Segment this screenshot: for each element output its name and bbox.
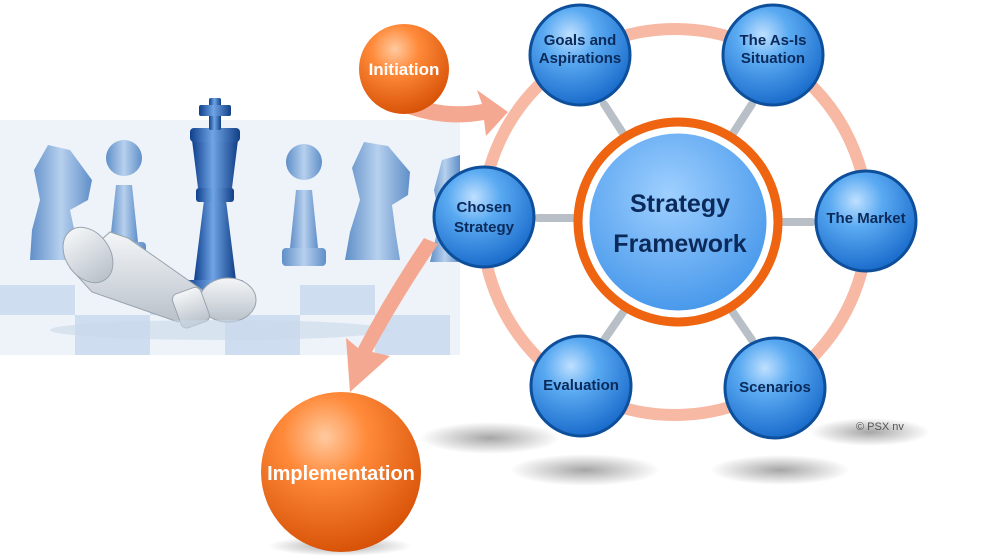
center-node-strategy-framework: Strategy Framework [573, 117, 783, 327]
node-scenarios-label: Scenarios [739, 379, 811, 396]
initiation-label: Initiation [369, 60, 440, 79]
node-chosen-line1: Chosen [456, 199, 511, 216]
node-goals-line2: Aspirations [539, 50, 622, 67]
node-implementation: Implementation [261, 392, 421, 556]
node-as-is-line2: Situation [741, 50, 805, 67]
node-as-is-line1: The As-Is [740, 32, 807, 49]
chess-pieces-image [0, 98, 460, 355]
node-initiation: Initiation [359, 24, 449, 114]
node-the-market: The Market [814, 169, 918, 273]
node-chosen-line2: Strategy [454, 219, 515, 236]
copyright-credit: © PSX nv [856, 421, 904, 433]
center-title-line1: Strategy [630, 190, 730, 218]
connectors [534, 100, 816, 344]
node-scenarios: Scenarios [723, 336, 827, 440]
node-goals-and-aspirations: Goals and Aspirations [528, 3, 632, 107]
node-as-is-situation: The As-Is Situation [721, 3, 825, 107]
center-title-line2: Framework [613, 230, 746, 258]
node-evaluation: Evaluation [529, 334, 633, 438]
node-goals-line1: Goals and [544, 32, 617, 49]
node-chosen-strategy: Chosen Strategy [432, 165, 536, 269]
shadow-layer [420, 418, 930, 486]
node-market-label: The Market [826, 210, 905, 227]
node-evaluation-label: Evaluation [543, 377, 619, 394]
initiation-arrow [398, 90, 508, 136]
implementation-arrow [346, 238, 438, 392]
implementation-label: Implementation [267, 463, 415, 485]
